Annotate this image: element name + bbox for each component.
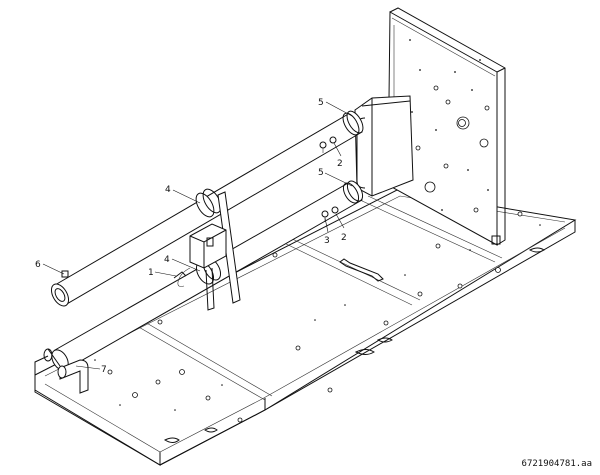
base-frame <box>34 189 577 466</box>
callout-2-upper: 2 <box>333 142 343 169</box>
callout-6: 6 <box>35 260 65 275</box>
callout-3: 3 <box>324 217 330 246</box>
svg-text:2: 2 <box>337 159 343 169</box>
document-reference-number: 6721904781.aa <box>521 459 592 469</box>
svg-text:4: 4 <box>165 185 171 195</box>
svg-text:2: 2 <box>341 233 347 243</box>
svg-text:7: 7 <box>101 365 107 375</box>
heat-exchanger-block <box>354 95 414 197</box>
svg-text:1: 1 <box>148 268 154 278</box>
back-panel <box>387 7 506 246</box>
callout-4-upper: 4 <box>165 185 201 204</box>
fittings <box>319 136 339 222</box>
svg-text:5: 5 <box>318 98 324 108</box>
callout-5-upper: 5 <box>318 98 353 117</box>
callout-4-lower: 4 <box>164 255 201 272</box>
svg-text:3: 3 <box>324 236 330 246</box>
callout-5-lower: 5 <box>318 168 353 187</box>
bracket-assembly <box>173 188 241 311</box>
svg-text:6: 6 <box>35 260 41 270</box>
svg-text:4: 4 <box>164 255 170 265</box>
connection-fitting <box>43 348 89 394</box>
svg-text:5: 5 <box>318 168 324 178</box>
callout-7: 7 <box>75 365 107 375</box>
callout-1: 1 <box>148 268 177 278</box>
callout-2-lower: 2 <box>335 213 347 243</box>
